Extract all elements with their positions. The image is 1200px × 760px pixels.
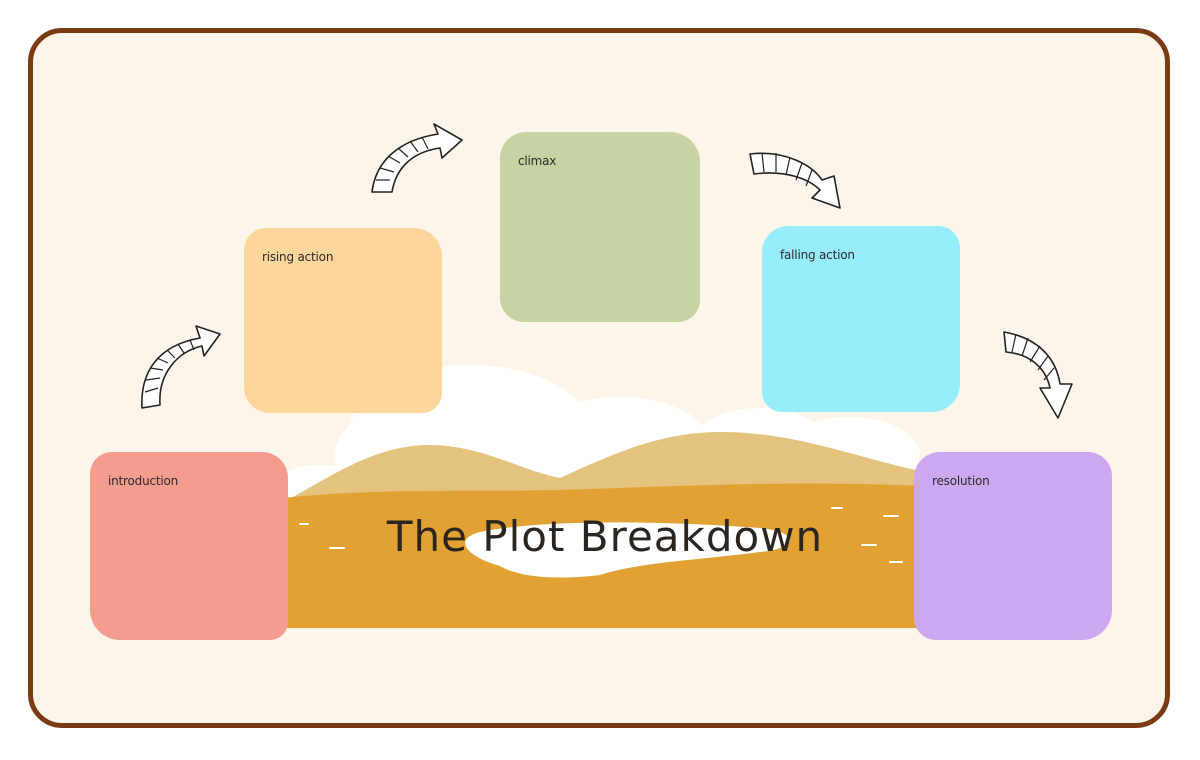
- sticky-note-climax[interactable]: climax: [500, 132, 700, 322]
- road-highlight: [465, 522, 790, 578]
- curved-arrow-icon: [141, 325, 221, 409]
- curved-arrow-icon: [749, 152, 841, 209]
- road-dashes: [299, 507, 903, 563]
- curved-arrow-icon: [1003, 331, 1073, 419]
- note-label-introduction: introduction: [108, 474, 179, 488]
- diagram-title: The Plot Breakdown: [386, 512, 824, 561]
- curved-arrow-icon: [371, 123, 463, 193]
- note-label-resolution: resolution: [932, 474, 990, 488]
- sticky-note-introduction[interactable]: introduction: [90, 452, 288, 640]
- hills-icon: [288, 432, 915, 500]
- sticky-note-falling-action[interactable]: falling action: [762, 226, 960, 412]
- note-label-falling-action: falling action: [780, 248, 855, 262]
- note-label-climax: climax: [518, 154, 557, 168]
- note-label-rising-action: rising action: [262, 250, 334, 264]
- sticky-note-resolution[interactable]: resolution: [914, 452, 1112, 640]
- sticky-note-rising-action[interactable]: rising action: [244, 228, 442, 413]
